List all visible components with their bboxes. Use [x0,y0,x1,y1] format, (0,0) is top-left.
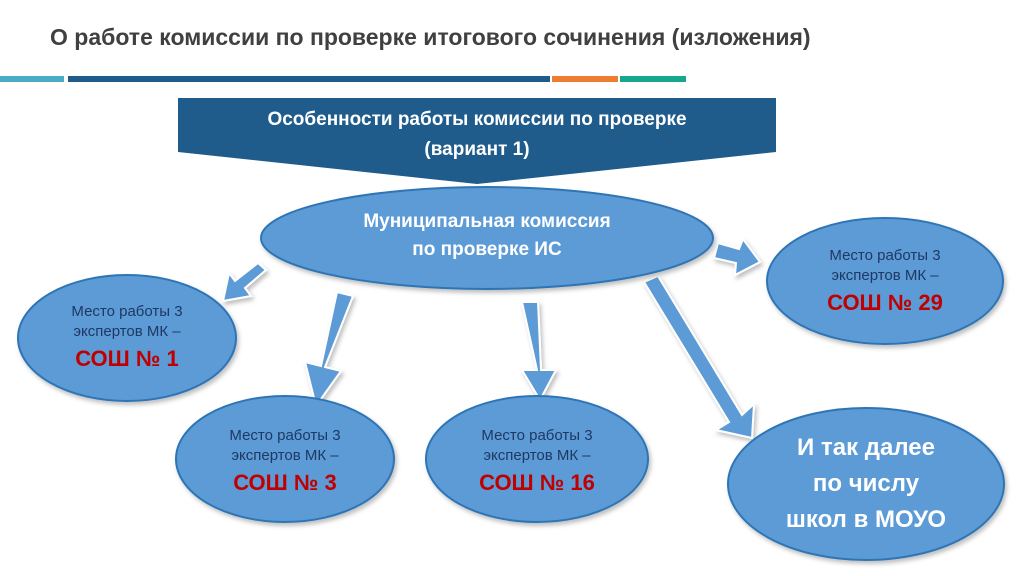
central-commission-ellipse [260,186,714,290]
final-ellipse [727,407,1005,561]
title-rule-segment [68,76,550,82]
school-node: Место работы 3 экспертов МК – СОШ № 16 [437,414,637,510]
arrow-to-school-16 [520,301,558,403]
school-node: Место работы 3 экспертов МК – СОШ № 29 [785,234,985,330]
node-label-line: экспертов МК – [73,323,181,340]
final-node: И так далее по числу школ в МОУО [756,428,976,540]
title-rule-segment [620,76,686,82]
final-line: школ в МОУО [785,506,947,533]
banner-line: Особенности работы комиссии по проверке [267,109,687,130]
node-label-line: Место работы 3 [71,303,183,320]
page-title: О работе комиссии по проверке итогового … [50,24,811,50]
banner-shape [178,98,776,184]
node-label-line: экспертов МК – [231,447,339,464]
school-16-ellipse [425,395,649,523]
school-3-ellipse [175,395,395,523]
banner-line: (вариант 1) [424,139,530,160]
central-commission-line: Муниципальная комиссия [363,211,611,232]
node-label-line: экспертов МК – [831,267,939,284]
school-node: Место работы 3 экспертов МК – СОШ № 3 [185,414,385,510]
title-rule-segment [0,76,64,82]
central-commission: Муниципальная комиссия по проверке ИС [281,200,693,272]
arrow-to-school-29 [712,236,762,277]
node-label-line: Место работы 3 [829,247,941,264]
banner: Особенности работы комиссии по проверке … [178,100,776,170]
final-line: по числу [812,470,920,497]
node-label-line: Место работы 3 [229,427,341,444]
school-name: СОШ № 3 [233,470,337,495]
school-29-ellipse [766,217,1004,345]
central-commission-line: по проверке ИС [412,239,562,260]
node-label-line: экспертов МК – [483,447,591,464]
final-line: И так далее [797,434,935,461]
arrow-to-school-1 [221,261,268,303]
school-name: СОШ № 29 [827,290,943,315]
school-node: Место работы 3 экспертов МК – СОШ № 1 [27,290,227,386]
school-name: СОШ № 16 [479,470,595,495]
school-1-ellipse [17,274,237,402]
node-label-line: Место работы 3 [481,427,593,444]
arrow-to-final [642,274,756,440]
arrow-to-school-3 [303,290,355,409]
title-rule-segment [552,76,618,82]
school-name: СОШ № 1 [75,346,179,371]
